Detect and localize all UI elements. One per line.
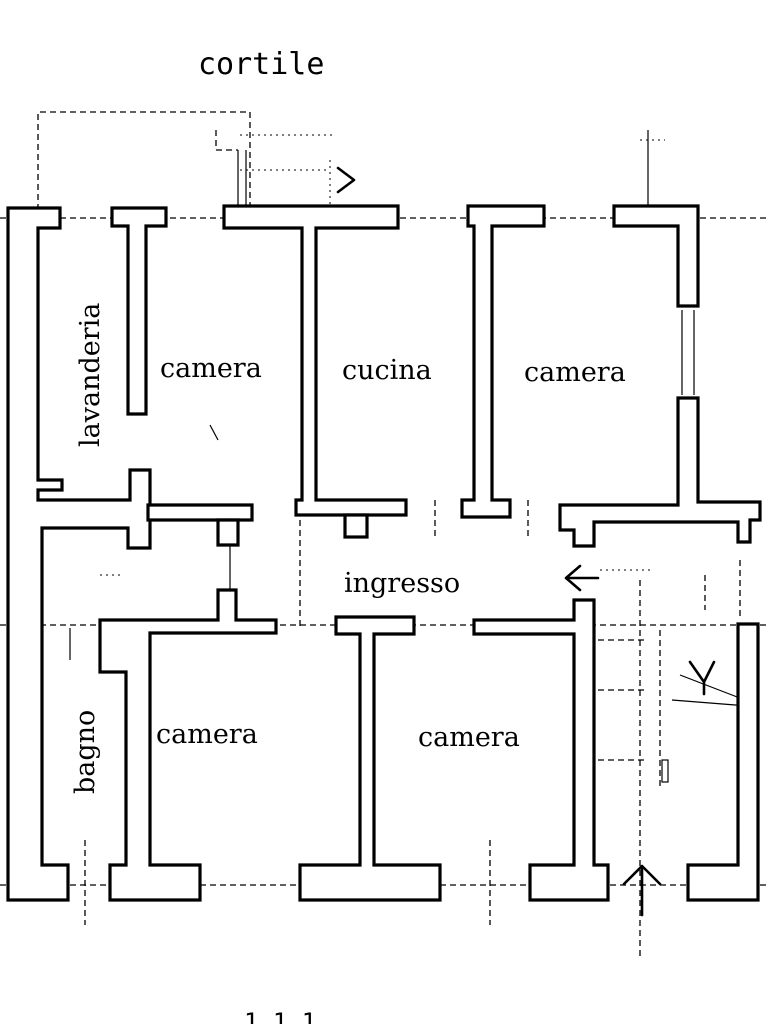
label-cucina: cucina bbox=[342, 355, 432, 386]
entry-arrow-bottom bbox=[622, 864, 662, 917]
construction-lines bbox=[0, 111, 768, 960]
label-ingresso: ingresso bbox=[344, 568, 460, 599]
label-camera-bottom-right: camera bbox=[418, 722, 520, 753]
label-camera-bottom-left: camera bbox=[156, 719, 258, 750]
label-cortile: cortile bbox=[198, 47, 324, 82]
entry-arrow-top bbox=[336, 166, 356, 194]
label-bagno: bagno bbox=[70, 710, 101, 794]
entry-arrow-left bbox=[564, 564, 600, 592]
label-bottom-fragment: 1 1 1 bbox=[244, 1008, 316, 1024]
room-labels: cortile lavanderia camera cucina camera … bbox=[70, 47, 626, 1024]
symbols bbox=[336, 166, 716, 917]
walls bbox=[6, 204, 762, 902]
label-camera-top-right: camera bbox=[524, 357, 626, 388]
y-symbol bbox=[688, 660, 716, 696]
wall-details bbox=[229, 310, 695, 590]
label-camera-top-left: camera bbox=[160, 353, 262, 384]
label-lavanderia: lavanderia bbox=[75, 303, 106, 447]
